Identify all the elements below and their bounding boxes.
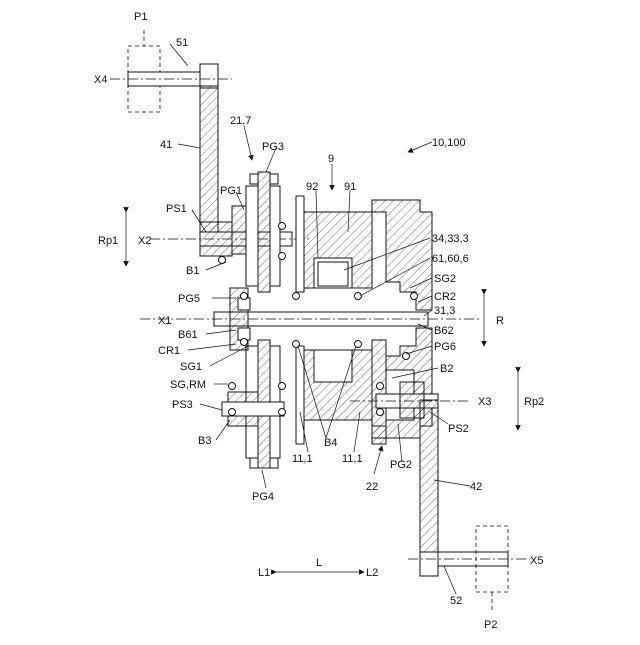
label-52: 52 bbox=[450, 595, 462, 607]
label-x4: X4 bbox=[94, 74, 107, 86]
label-b61: B61 bbox=[178, 329, 198, 341]
label-41: 41 bbox=[160, 139, 172, 151]
label-11-1-left: 11,1 bbox=[292, 453, 313, 465]
label-21-7: 21,7 bbox=[230, 115, 251, 127]
label-x1: X1 bbox=[158, 315, 171, 327]
arm-41 bbox=[200, 86, 218, 234]
label-x2: X2 bbox=[138, 235, 151, 247]
label-b4: B4 bbox=[324, 437, 337, 449]
rotor-92 bbox=[318, 262, 348, 286]
label-42: 42 bbox=[470, 481, 482, 493]
label-10-100: 10,100 bbox=[432, 137, 466, 149]
label-rp2: Rp2 bbox=[524, 396, 544, 408]
label-9: 9 bbox=[328, 153, 334, 165]
label-91: 91 bbox=[344, 181, 356, 193]
label-rp1: Rp1 bbox=[98, 235, 118, 247]
label-sg1: SG1 bbox=[180, 361, 202, 373]
label-sg2: SG2 bbox=[434, 273, 456, 285]
label-34-33-3: 34,33,3 bbox=[432, 233, 469, 245]
label-sg-rm: SG,RM bbox=[170, 379, 206, 391]
label-51: 51 bbox=[176, 37, 188, 49]
gear-pg1 bbox=[232, 206, 246, 254]
label-cr1: CR1 bbox=[158, 345, 180, 357]
arm-42 bbox=[420, 400, 438, 568]
label-92: 92 bbox=[306, 181, 318, 193]
shaft-52 bbox=[420, 552, 508, 576]
label-pg6: PG6 bbox=[434, 341, 456, 353]
label-b62: B62 bbox=[434, 325, 454, 337]
label-l: L bbox=[316, 557, 322, 569]
label-cr2: CR2 bbox=[434, 291, 456, 303]
label-61-60-6: 61,60,6 bbox=[432, 253, 469, 265]
pulley-p2 bbox=[476, 526, 508, 612]
label-pg2: PG2 bbox=[390, 459, 412, 471]
label-22: 22 bbox=[366, 481, 378, 493]
label-p2: P2 bbox=[484, 619, 497, 631]
label-31-3: 31,3 bbox=[434, 305, 455, 317]
label-x5: X5 bbox=[530, 555, 543, 567]
label-b3: B3 bbox=[198, 435, 211, 447]
label-ps2: PS2 bbox=[448, 423, 469, 435]
label-r: R bbox=[496, 315, 504, 327]
label-pg1: PG1 bbox=[220, 185, 242, 197]
label-pg4: PG4 bbox=[252, 491, 274, 503]
label-l2: L2 bbox=[366, 567, 378, 579]
label-ps1: PS1 bbox=[166, 203, 187, 215]
label-11-1-right: 11,1 bbox=[342, 453, 363, 465]
label-l1: L1 bbox=[258, 567, 270, 579]
label-b1: B1 bbox=[186, 265, 199, 277]
label-pg5: PG5 bbox=[178, 293, 200, 305]
gear-pg3 bbox=[246, 172, 280, 292]
label-ps3: PS3 bbox=[172, 399, 193, 411]
label-x3: X3 bbox=[478, 396, 491, 408]
label-p1: P1 bbox=[134, 11, 147, 23]
label-b2: B2 bbox=[440, 363, 453, 375]
label-pg3: PG3 bbox=[262, 141, 284, 153]
shaft-51 bbox=[128, 64, 218, 88]
pulley-p1 bbox=[128, 30, 160, 112]
